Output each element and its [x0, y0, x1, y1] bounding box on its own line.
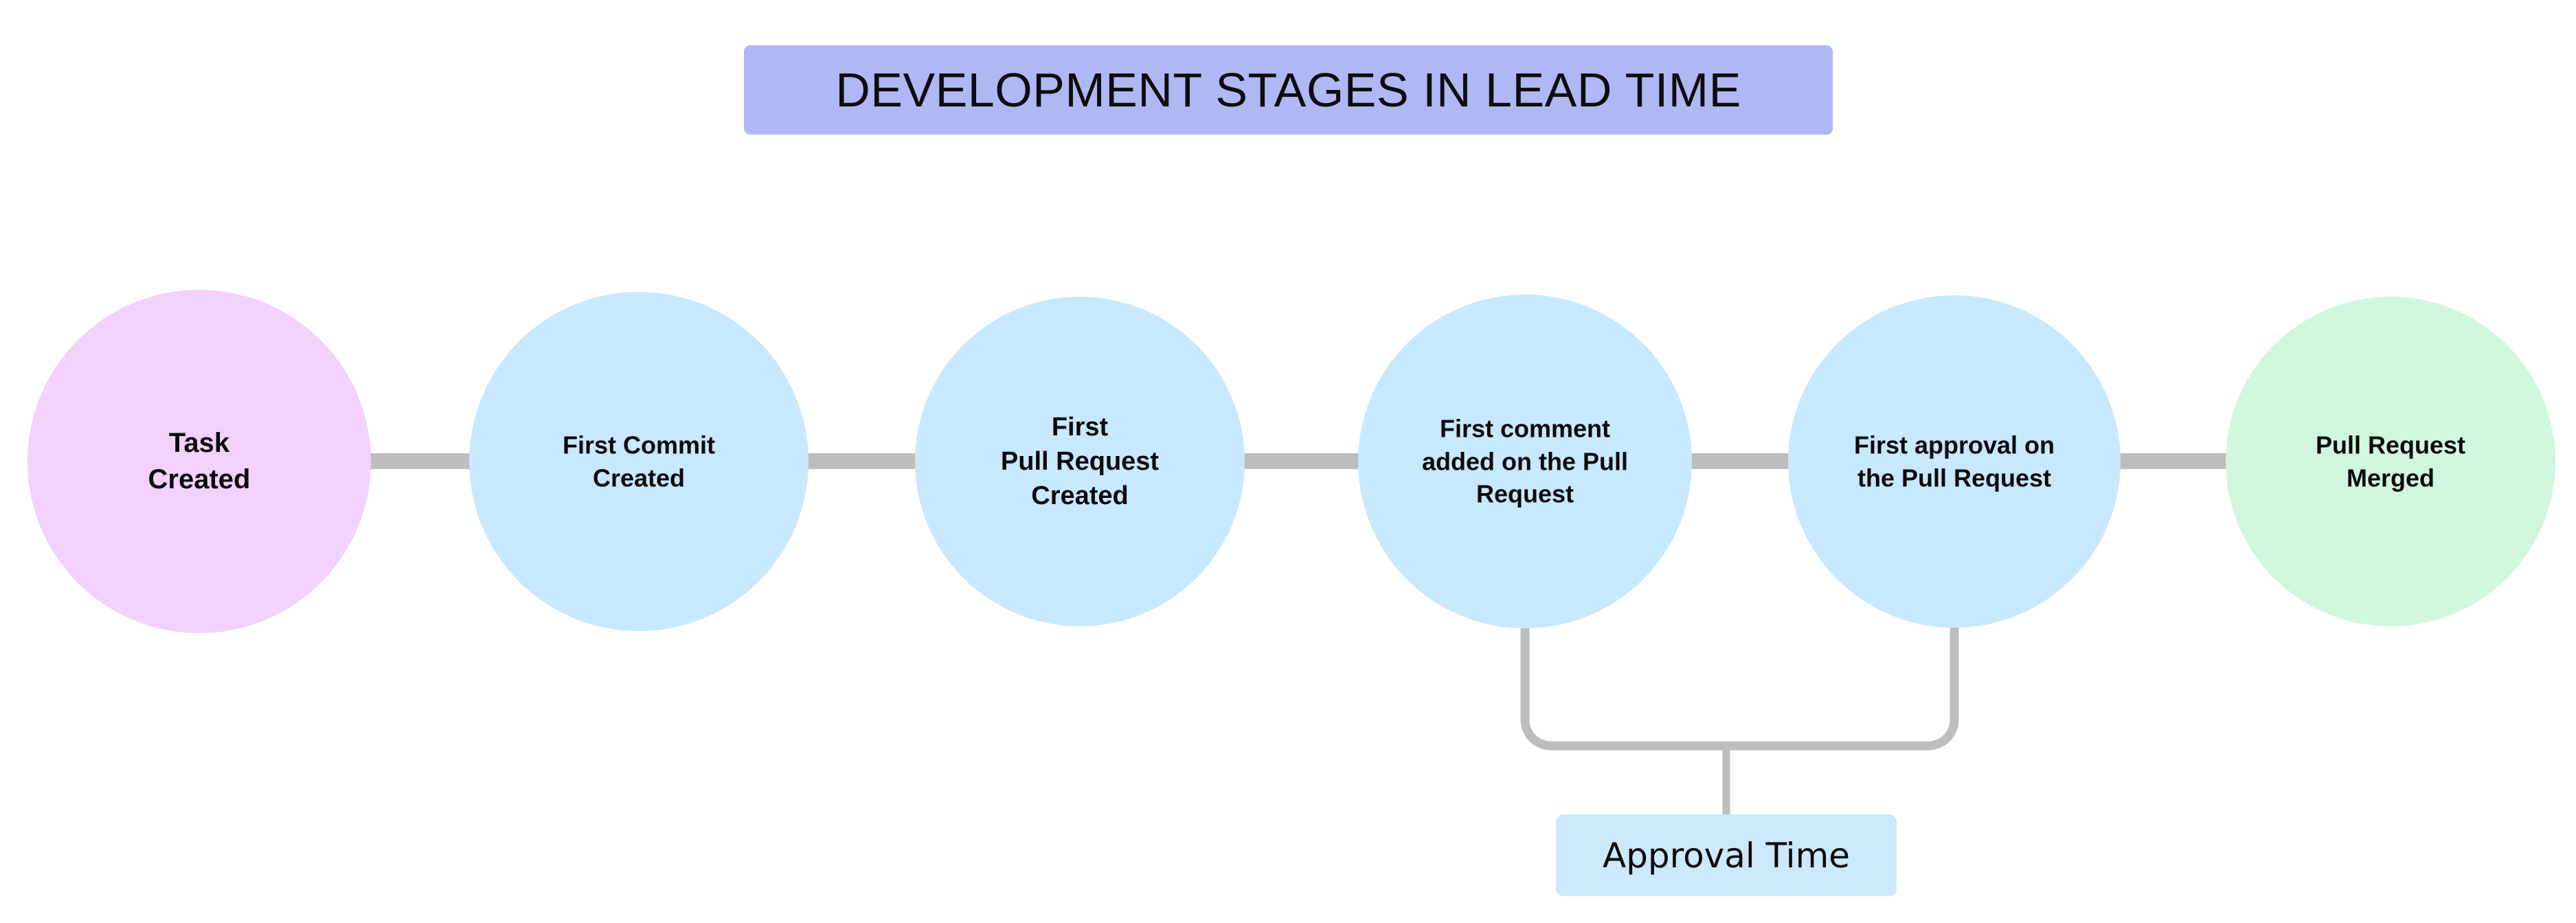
stage-circle-group	[27, 290, 2555, 633]
connector-1	[343, 453, 495, 469]
stage-circle-pull-request-merged[interactable]	[2226, 297, 2555, 626]
bracket-path	[1520, 622, 1959, 751]
stage-circle-first-pull-request-created[interactable]	[915, 297, 1245, 626]
connector-4	[1673, 453, 1803, 469]
approval-time-label: Approval Time	[1602, 835, 1851, 876]
stage-circle-first-commit-created[interactable]	[469, 292, 809, 631]
approval-time-bracket	[1520, 622, 1959, 817]
connector-5	[2102, 453, 2243, 469]
connector-group	[343, 453, 2243, 469]
page-title: DEVELOPMENT STAGES IN LEAD TIME	[835, 63, 1741, 117]
diagram-title-banner: DEVELOPMENT STAGES IN LEAD TIME	[744, 45, 1833, 135]
stage-circle-first-comment-added[interactable]	[1358, 295, 1692, 628]
connector-3	[1226, 453, 1377, 469]
stage-circle-first-approval[interactable]	[1788, 295, 2121, 628]
approval-time-badge[interactable]: Approval Time	[1556, 814, 1897, 896]
connector-2	[787, 453, 934, 469]
stage-circle-task-created[interactable]	[27, 290, 371, 633]
